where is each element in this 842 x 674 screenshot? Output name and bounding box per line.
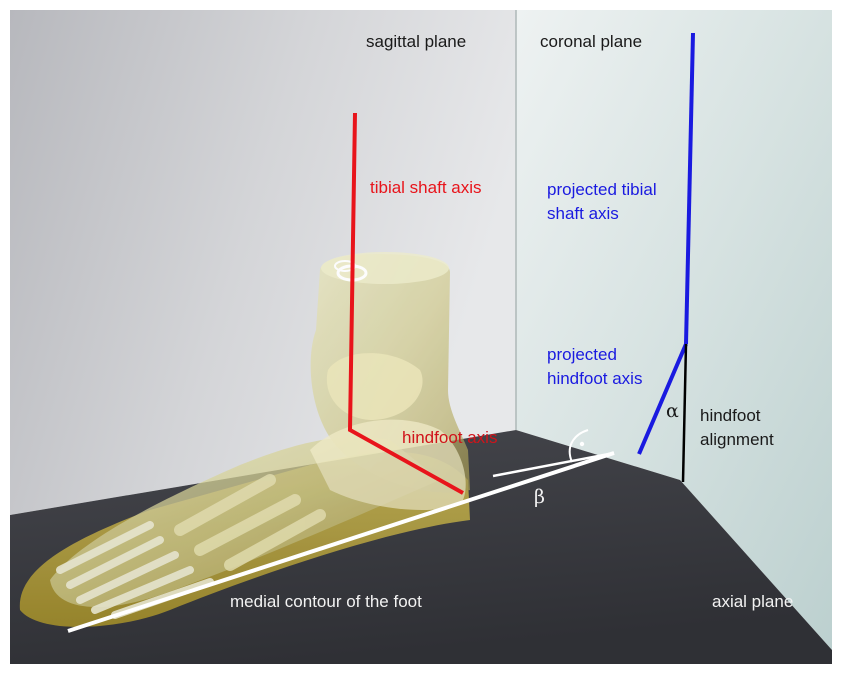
projected-hindfoot-axis-label: projected hindfoot axis: [547, 343, 677, 391]
photo-scene: sagittal plane coronal plane tibial shaf…: [10, 10, 832, 664]
axial-plane-label: axial plane: [712, 592, 793, 612]
right-angle-dot: [580, 442, 584, 446]
scene-drawing: [10, 10, 832, 664]
alpha-angle-label: α: [666, 400, 679, 422]
sagittal-plane-label: sagittal plane: [366, 32, 466, 52]
tibial-shaft-axis-label: tibial shaft axis: [370, 178, 482, 198]
hindfoot-alignment-label: hindfoot alignment: [700, 404, 800, 452]
beta-angle-label: β: [534, 486, 545, 508]
medial-contour-label: medial contour of the foot: [230, 592, 422, 612]
coronal-plane-label: coronal plane: [540, 32, 642, 52]
projected-tibial-shaft-axis-label: projected tibial shaft axis: [547, 178, 682, 226]
hindfoot-axis-label: hindfoot axis: [402, 428, 497, 448]
